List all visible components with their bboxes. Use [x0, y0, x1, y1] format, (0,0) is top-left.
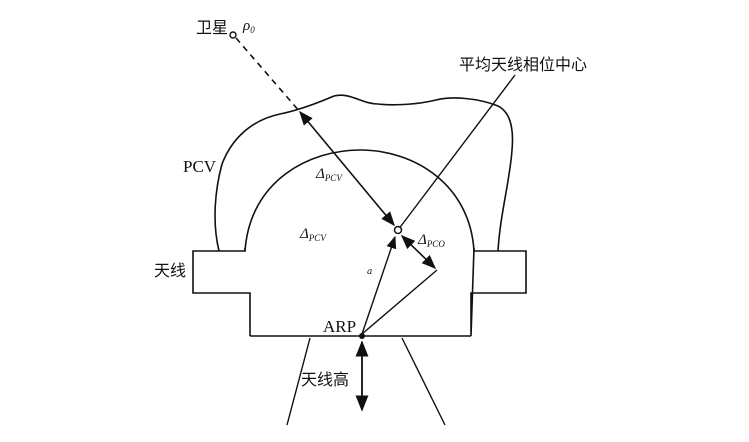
- delta-pco-label: ΔPCO: [418, 232, 445, 249]
- antenna-label: 天线: [154, 261, 187, 280]
- delta-pco-arrow: [400, 234, 437, 270]
- delta-pcv-arrow: [299, 110, 395, 227]
- leader-line-mean-pc: [397, 74, 516, 231]
- arp-point: [359, 333, 365, 339]
- mean-phase-center-label: 平均天线相位中心: [459, 55, 588, 74]
- arp-label: ARP: [323, 317, 357, 336]
- antenna-body: [192, 247, 527, 337]
- pcv-contour: [214, 94, 514, 252]
- tripod-leg-left: [286, 337, 311, 426]
- satellite-icon: [229, 31, 237, 39]
- satellite-dashed-line: [235, 37, 301, 113]
- phase-center-point: [393, 225, 403, 235]
- pcv-label: PCV: [183, 157, 217, 176]
- satellite-label: 卫星: [196, 18, 229, 37]
- delta-pcv-outer-label: ΔPCV: [316, 166, 342, 183]
- delta-pcv-inner-label: ΔPCV: [300, 226, 326, 243]
- pco-base-vector: [361, 269, 438, 335]
- rho-label: ρ0: [243, 18, 255, 35]
- a-vector: [361, 235, 397, 335]
- a-label: a: [367, 267, 373, 277]
- tripod-leg-right: [401, 337, 446, 426]
- antenna-height-label: 天线高: [301, 370, 350, 389]
